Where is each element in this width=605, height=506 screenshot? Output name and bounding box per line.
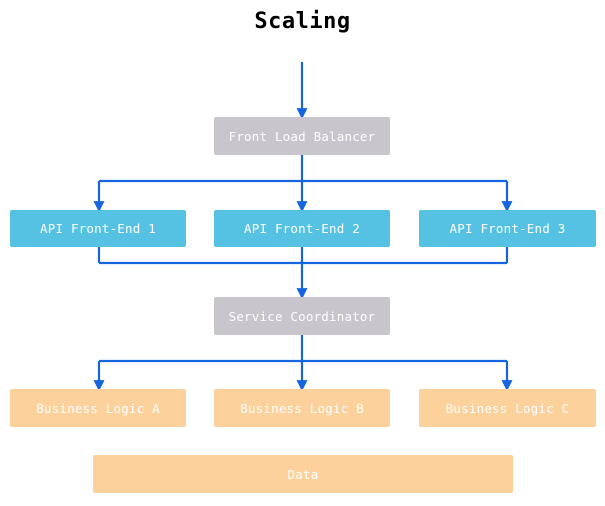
node-api-front-end-1[interactable]: API Front-End 1 xyxy=(10,210,186,247)
node-api-front-end-2-label: API Front-End 2 xyxy=(244,221,360,236)
node-data-label: Data xyxy=(287,466,319,482)
diagram-title: Scaling xyxy=(254,9,351,34)
node-front-load-balancer[interactable]: Front Load Balancer xyxy=(214,117,390,155)
node-service-coordinator-label: Service Coordinator xyxy=(228,308,376,324)
node-business-logic-b[interactable]: Business Logic B xyxy=(214,389,390,427)
node-api-front-end-2[interactable]: API Front-End 2 xyxy=(214,210,390,247)
node-front-load-balancer-label: Front Load Balancer xyxy=(228,128,376,144)
node-business-logic-c-label: Business Logic C xyxy=(445,400,570,416)
node-business-logic-c[interactable]: Business Logic C xyxy=(419,389,596,427)
node-business-logic-a[interactable]: Business Logic A xyxy=(10,389,186,427)
node-api-front-end-1-label: API Front-End 1 xyxy=(40,221,156,236)
node-business-logic-b-label: Business Logic B xyxy=(240,400,364,416)
node-data[interactable]: Data xyxy=(93,455,513,493)
node-api-front-end-3-label: API Front-End 3 xyxy=(449,221,566,236)
node-business-logic-a-label: Business Logic A xyxy=(36,400,160,416)
node-api-front-end-3[interactable]: API Front-End 3 xyxy=(419,210,596,247)
node-service-coordinator[interactable]: Service Coordinator xyxy=(214,297,390,335)
